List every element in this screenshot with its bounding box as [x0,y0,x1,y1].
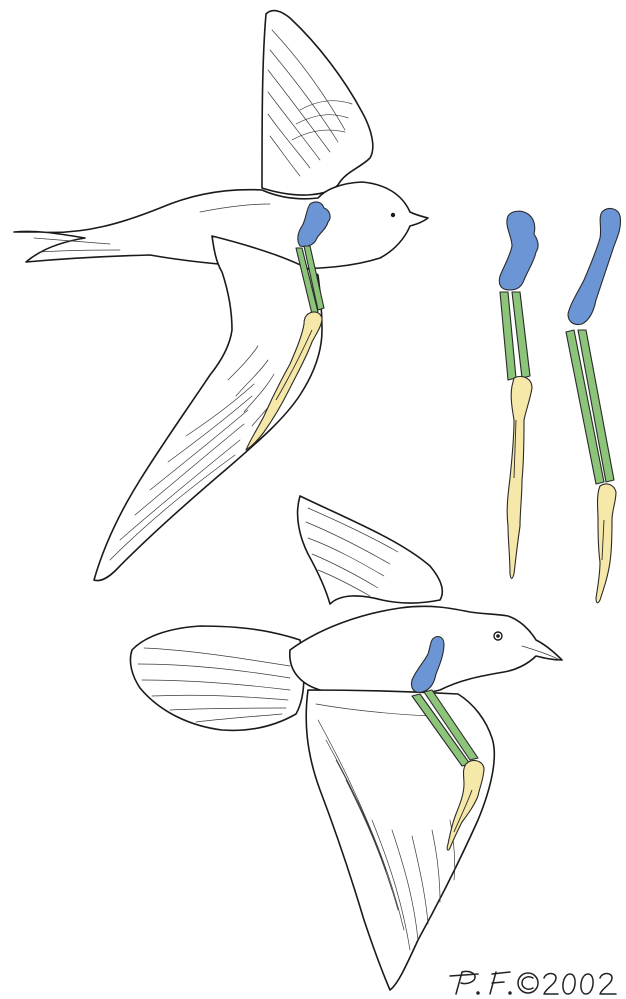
upper-bird [14,11,428,581]
isolated-skeleton-right [566,209,621,603]
isolated-skeleton-left [499,211,538,578]
lower-bird-near-wing [306,690,494,990]
isolated-right-forearm [566,330,614,484]
lower-bird [130,496,562,990]
isolated-right-humerus [568,209,621,325]
upper-bird-eye [391,213,395,217]
isolated-left-hand [507,376,532,578]
isolated-left-humerus [499,211,538,290]
isolated-left-forearm [500,292,530,380]
upper-bird-near-wing [94,236,322,581]
artist-signature [448,966,624,998]
isolated-right-hand [596,484,616,603]
lower-bird-far-wing [298,496,443,604]
